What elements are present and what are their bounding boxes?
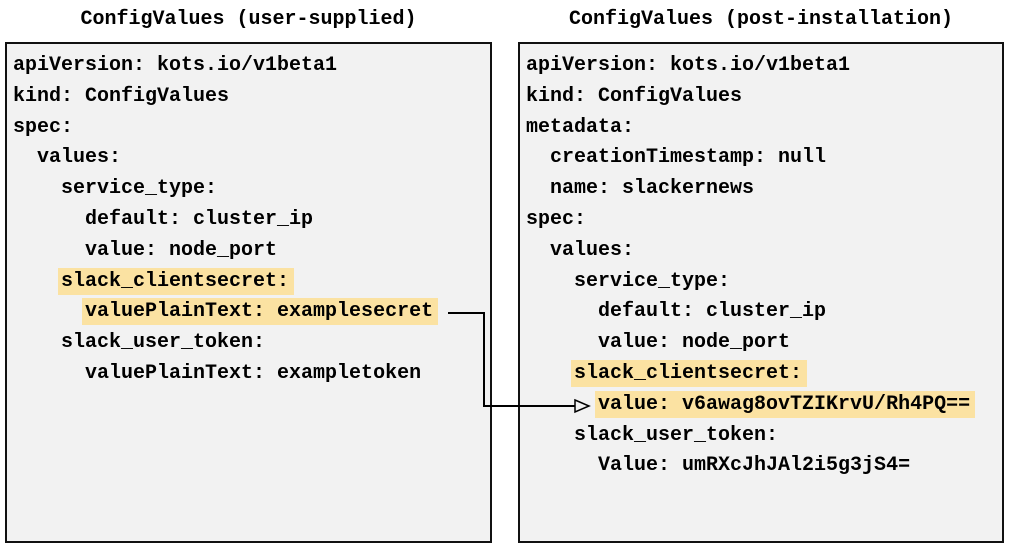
yaml-text: slack_user_token: xyxy=(574,423,779,447)
yaml-line: service_type: xyxy=(13,174,490,205)
yaml-text: default: cluster_ip xyxy=(85,207,314,231)
yaml-text: slack_user_token: xyxy=(61,331,266,355)
yaml-line: values: xyxy=(13,143,490,174)
yaml-text: value: node_port xyxy=(85,238,278,262)
yaml-text: metadata: xyxy=(526,115,635,139)
yaml-text: service_type: xyxy=(61,177,218,201)
highlighted-yaml-text: slack_clientsecret: xyxy=(571,359,808,387)
yaml-line: slack_clientsecret: xyxy=(526,359,1002,390)
yaml-line: value: node_port xyxy=(526,328,1002,359)
highlighted-yaml-text: valuePlainText: examplesecret xyxy=(82,298,439,326)
yaml-text: Value: umRXcJhJAl2i5g3jS4= xyxy=(598,454,911,478)
post-installation-config-panel: apiVersion: kots.io/v1beta1 kind: ConfigV… xyxy=(518,42,1004,543)
yaml-text: name: slackernews xyxy=(550,177,755,201)
yaml-line: spec: xyxy=(13,113,490,144)
yaml-text: apiVersion: kots.io/v1beta1 xyxy=(13,54,338,77)
yaml-text: apiVersion: kots.io/v1beta1 xyxy=(526,54,851,77)
yaml-line: apiVersion: kots.io/v1beta1 xyxy=(526,51,1002,82)
yaml-line: values: xyxy=(526,236,1002,267)
yaml-text: value: node_port xyxy=(598,331,791,355)
yaml-line: metadata: xyxy=(526,113,1002,144)
yaml-text: kind: ConfigValues xyxy=(13,84,230,108)
yaml-text: default: cluster_ip xyxy=(598,300,827,324)
post-installation-panel-title: ConfigValues (post-installation) xyxy=(568,8,954,31)
yaml-line: slack_user_token: xyxy=(13,328,490,359)
yaml-text: values: xyxy=(550,238,635,262)
yaml-text: service_type: xyxy=(574,269,731,293)
user-supplied-panel-title: ConfigValues (user-supplied) xyxy=(80,8,417,31)
yaml-text: spec: xyxy=(526,207,587,231)
yaml-line: slack_clientsecret: xyxy=(13,267,490,298)
yaml-text: kind: ConfigValues xyxy=(526,84,743,108)
yaml-line: value: v6awag8ovTZIKrvU/Rh4PQ== xyxy=(526,390,1002,421)
yaml-line: valuePlainText: exampletoken xyxy=(13,359,490,390)
yaml-line: value: node_port xyxy=(13,236,490,267)
yaml-line: apiVersion: kots.io/v1beta1 xyxy=(13,51,490,82)
user-supplied-config-panel: apiVersion: kots.io/v1beta1 kind: ConfigV… xyxy=(5,42,492,543)
yaml-line: creationTimestamp: null xyxy=(526,143,1002,174)
yaml-line: service_type: xyxy=(526,267,1002,298)
yaml-text: creationTimestamp: null xyxy=(550,146,827,170)
yaml-line: kind: ConfigValues xyxy=(526,82,1002,113)
yaml-line: slack_user_token: xyxy=(526,421,1002,452)
yaml-line: kind: ConfigValues xyxy=(13,82,490,113)
yaml-line: Value: umRXcJhJAl2i5g3jS4= xyxy=(526,451,1002,482)
yaml-text: spec: xyxy=(13,115,74,139)
yaml-line: name: slackernews xyxy=(526,174,1002,205)
yaml-line: valuePlainText: examplesecret xyxy=(13,297,490,328)
yaml-line: default: cluster_ip xyxy=(526,297,1002,328)
yaml-line: spec: xyxy=(526,205,1002,236)
highlighted-yaml-text: value: v6awag8ovTZIKrvU/Rh4PQ== xyxy=(595,390,976,418)
highlighted-yaml-text: slack_clientsecret: xyxy=(58,267,295,295)
yaml-text: values: xyxy=(37,146,122,170)
yaml-line: default: cluster_ip xyxy=(13,205,490,236)
yaml-text: valuePlainText: exampletoken xyxy=(85,361,422,385)
